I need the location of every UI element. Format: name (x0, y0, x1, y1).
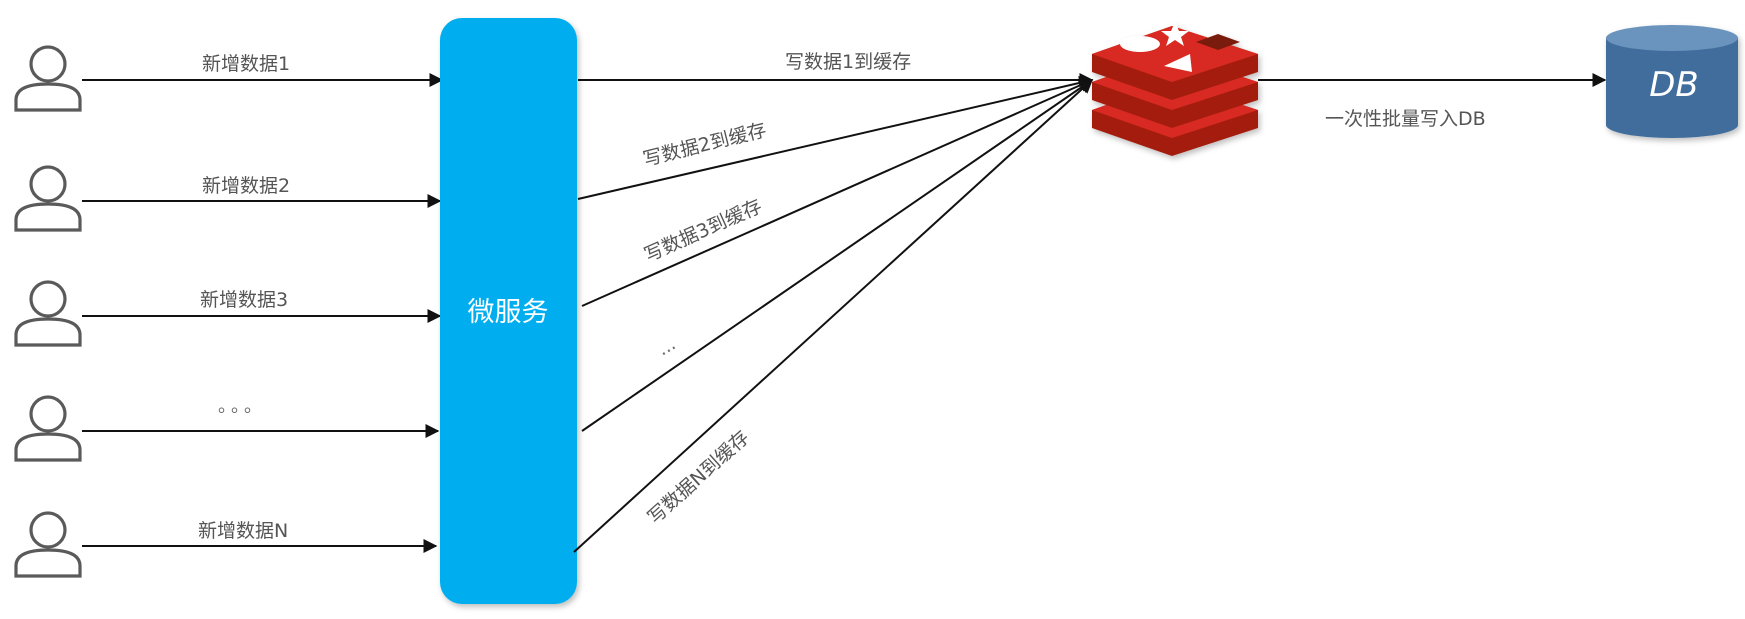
user-icon (14, 280, 82, 347)
user-icon (14, 511, 82, 578)
database-icon: DB (1606, 25, 1738, 138)
user-label-5: 新增数据N (198, 520, 288, 542)
arrow-cache-write-3 (581, 78, 1094, 307)
user-1 (14, 45, 82, 112)
user-label-3: 新增数据3 (200, 289, 288, 311)
db-write-label: 一次性批量写入DB (1325, 108, 1486, 130)
arrow-cache-write-5 (573, 79, 1094, 553)
cache-write-label-5: 写数据N到缓存 (644, 427, 754, 529)
user-label-1: 新增数据1 (202, 53, 290, 75)
user-icon (14, 45, 82, 112)
cache-write-label-ellipsis: ... (654, 334, 679, 361)
user-icon (14, 395, 82, 462)
arrow-cache-write-4 (581, 79, 1094, 432)
cache-write-label-3: 写数据3到缓存 (641, 195, 765, 266)
user-label-2: 新增数据2 (202, 175, 290, 197)
arrow-cache-write-2 (577, 76, 1094, 200)
user-5 (14, 511, 82, 578)
cache-write-label-1: 写数据1到缓存 (785, 51, 911, 73)
user-4 (14, 395, 82, 462)
user-3 (14, 280, 82, 347)
user-label-ellipsis: 。。。 (218, 396, 266, 417)
user-2 (14, 165, 82, 232)
microservice-label: 微服务 (468, 297, 549, 328)
microservice-block: 微服务 (440, 18, 577, 604)
database-label: DB (1649, 65, 1699, 105)
cache-write-label-2: 写数据2到缓存 (641, 119, 769, 171)
redis-icon (1092, 22, 1258, 156)
user-icon (14, 165, 82, 232)
